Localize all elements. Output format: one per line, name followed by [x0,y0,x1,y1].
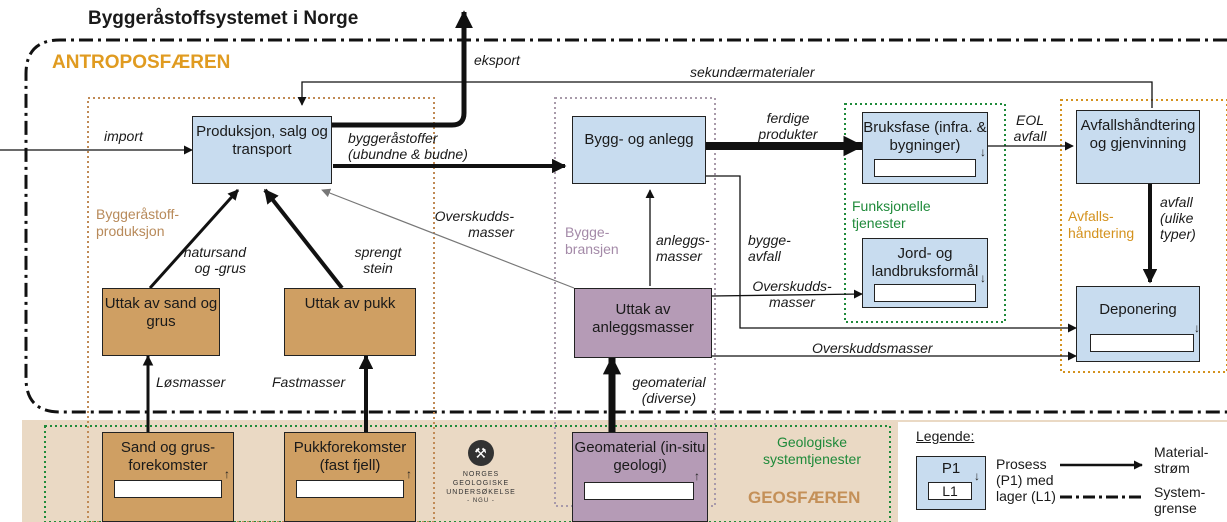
flow-label-sekundaermaterialer: sekundærmaterialer [690,64,815,80]
legend-p1-label: P1 [941,460,961,477]
process-uttak-pukk: Uttak av pukk [284,288,416,356]
legend-prosess-text: Prosess (P1) med lager (L1) [996,456,1056,504]
legend-materialstrom-text: Material-strøm [1154,444,1209,476]
flow-label-losmasser: Løsmasser [156,374,226,390]
flow-label-byggerastoffer: byggeråstoffer (ubundne & budne) [348,130,468,162]
process-produksjon: Produksjon, salg og transport [192,116,332,184]
process-bygg-og-anlegg: Bygg- og anlegg [572,116,706,184]
flow-label-avfall-ulike-typer: avfall (ulike typer) [1160,194,1196,242]
stock-geomaterial [584,482,694,500]
process-avfallshandtering: Avfallshåndtering og gjenvinning [1076,110,1200,184]
antroposphere-label: ANTROPOSFÆREN [52,52,231,73]
subsystem-funksjonelle-boundary [844,103,1006,323]
ngu-logo-abbr: - NGU - [467,498,495,504]
ngu-logo-name: NORGES GEOLOGISKE UNDERSØKELSE [446,471,516,496]
stock-pukk-forek [296,480,404,498]
subsystem-byggebransjen-label: Bygge-bransjen [565,224,619,257]
stock-sand-forek [114,480,222,498]
process-pukkforekomster: Pukkforekomster (fast fjell) [284,432,416,522]
flow-label-fastmasser: Fastmasser [272,374,346,390]
process-sand-grus-forekomster: Sand og grus-forekomster [102,432,234,522]
diagram-title: Byggeråstoffsystemet i Norge [88,8,359,29]
hammer-icon: ⚒ [468,440,494,466]
process-uttak-sand-og-grus: Uttak av sand og grus [102,288,220,356]
stock-arrow-icon: ↓ [980,145,986,159]
flow-label-ferdige-produkter: ferdige produkter [758,110,818,142]
flow-label-sprengt-stein: sprengt stein [354,244,402,276]
stock-arrow-icon: ↓ [980,271,986,285]
flow-label-geomaterial-diverse: geomaterial (diverse) [632,374,706,406]
legend-systemgrense-text: System-grense [1154,484,1206,516]
flow-label-eksport: eksport [474,52,520,68]
process-geomaterial: Geomaterial (in-situ geologi) [572,432,708,522]
subsystem-byggebransjen-boundary [554,97,716,507]
flow-label-overskuddsmasser-retur: Overskudds-masser [434,208,514,240]
flow-label-eol-avfall: EOL avfall [1013,112,1047,144]
stock-deponering [1090,334,1194,352]
process-sand-forek-label: Sand og grus-forekomster [120,439,216,474]
system-boundary [24,38,1227,414]
stock-jord [874,284,976,302]
process-deponering-label: Deponering [1099,301,1177,318]
stock-arrow-icon: ↑ [224,467,230,481]
subsystem-funksjonelle-label: Funksjonelle tjenester [852,198,931,231]
subsystem-byggerastoff-label: Byggeråstoff-produksjon [96,206,180,239]
flow-label-anleggsmasser: anleggs-masser [656,232,710,264]
legend-l1-label: L1 [928,482,972,500]
stock-arrow-icon: ↓ [1194,321,1200,335]
subsystem-avfall-boundary [1060,99,1227,373]
ngu-logo: ⚒ NORGES GEOLOGISKE UNDERSØKELSE - NGU - [446,440,516,506]
flow-label-overskuddsmasser-jord: Overskudds-masser [752,278,832,310]
geosphere-label: GEOSFÆREN [748,488,861,507]
process-geomaterial-label: Geomaterial (in-situ geologi) [574,439,706,474]
flow-label-byggeavfall: bygge-avfall [748,232,791,264]
stock-bruksfase [874,159,976,177]
flow-label-import: import [104,128,143,144]
process-uttak-anleggsmasser: Uttak av anleggsmasser [574,288,712,358]
process-pukk-forek-label: Pukkforekomster (fast fjell) [293,439,407,474]
subsystem-avfallshandtering-label: Avfalls-håndtering [1068,208,1135,241]
process-jord-label: Jord- og landbruksformål [871,245,979,280]
stock-arrow-icon: ↓ [974,469,980,483]
legend-title: Legende: [916,428,975,444]
flow-label-natursand: natursand og -grus [183,244,246,276]
process-bruksfase-label: Bruksfase (infra. & bygninger) [863,119,987,154]
flow-label-overskuddsmasser-deponering: Overskuddsmasser [812,340,933,356]
subsystem-geologiske-label: Geologiske systemtjenester [762,434,862,467]
stock-arrow-icon: ↑ [406,467,412,481]
stock-arrow-icon: ↑ [694,469,700,483]
